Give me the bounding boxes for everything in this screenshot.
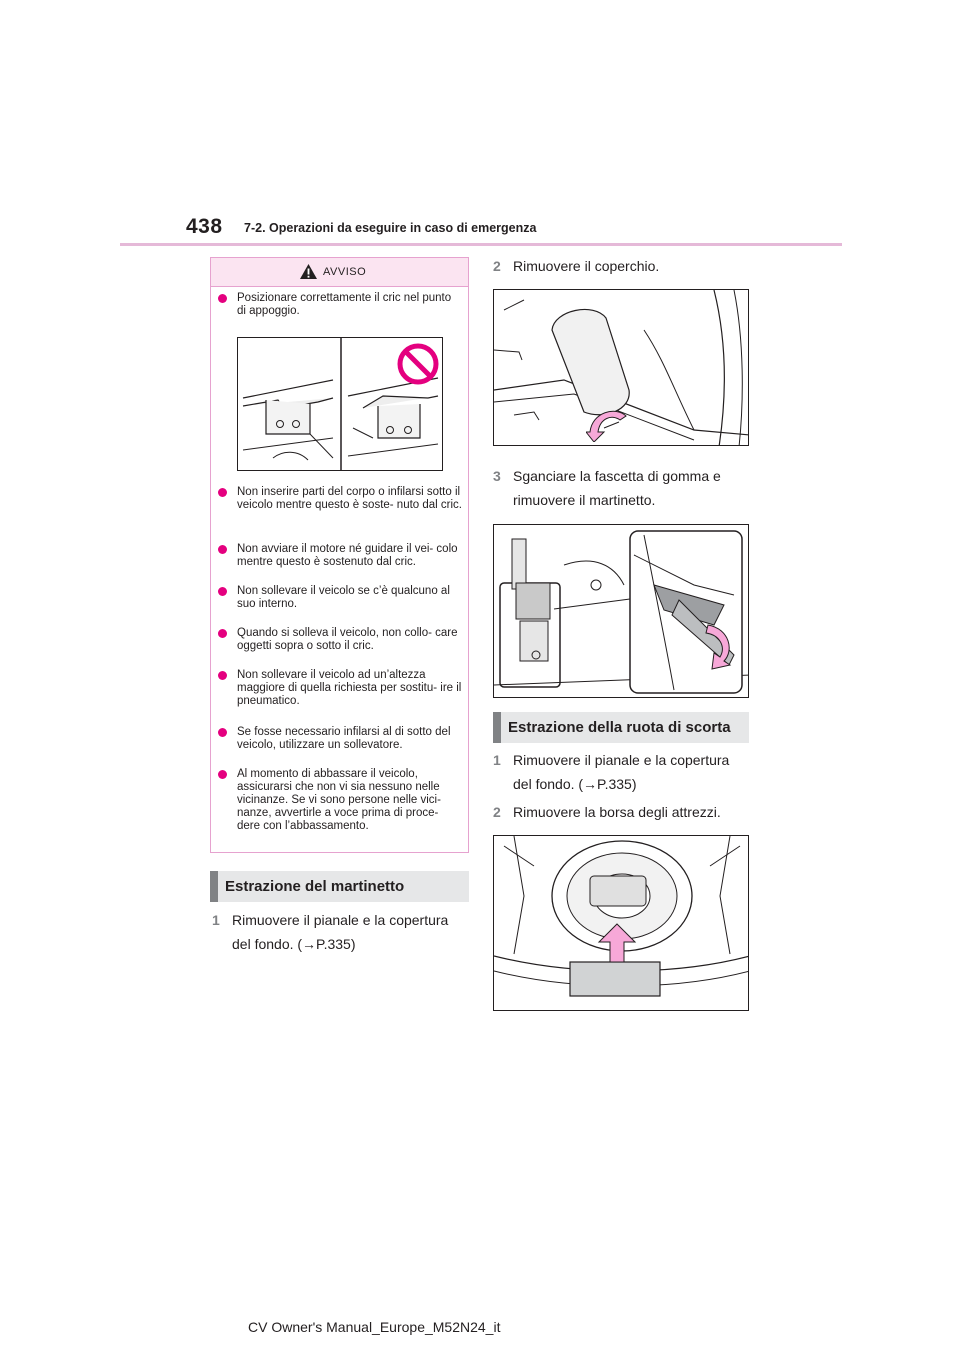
arrow-icon — [698, 621, 738, 671]
jack-section-title: Estrazione del martinetto — [210, 871, 469, 902]
warning-item: Al momento di abbassare il veicolo, assi… — [218, 768, 463, 833]
warning-item: Non inserire parti del corpo o infilarsi… — [218, 486, 463, 512]
bullet-icon — [218, 545, 227, 554]
spare-step-1: 1 Rimuovere il pianale e la copertura de… — [493, 752, 730, 792]
warning-triangle-icon — [299, 263, 318, 280]
warning-item: Se fosse necessario infilarsi al di sott… — [218, 726, 463, 752]
jack-placement-illustration — [237, 337, 443, 471]
bullet-icon — [218, 587, 227, 596]
bullet-icon — [218, 294, 227, 303]
bullet-icon — [218, 728, 227, 737]
spare-section-title: Estrazione della ruota di scorta — [493, 712, 749, 743]
arrow-icon — [597, 922, 637, 964]
jack-removal-illustration — [493, 524, 749, 698]
warning-item: Non sollevare il veicolo ad un’altezza m… — [218, 669, 463, 708]
bullet-icon — [218, 770, 227, 779]
jack-step-1: 1 Rimuovere il pianale e la copertura de… — [212, 912, 449, 952]
warning-header: AVVISO — [211, 258, 468, 287]
tool-bag-illustration — [493, 835, 749, 1011]
footer: CV Owner's Manual_Europe_M52N24_it — [248, 1319, 501, 1335]
warning-item: Non sollevare il veicolo se c’è qualcuno… — [218, 585, 463, 611]
warning-item: Posizionare correttamente il cric nel pu… — [218, 292, 463, 318]
section-title: 7-2. Operazioni da eseguire in caso di e… — [244, 221, 537, 235]
warning-item: Non avviare il motore né guidare il vei-… — [218, 543, 463, 569]
bullet-icon — [218, 488, 227, 497]
bullet-icon — [218, 671, 227, 680]
warning-item: Quando si solleva il veicolo, non collo-… — [218, 627, 463, 653]
arrow-icon — [586, 402, 630, 442]
prohibited-icon — [396, 342, 440, 386]
spare-step-2: 2 Rimuovere la borsa degli attrezzi. — [493, 804, 721, 820]
jack-step-3: 3 Sganciare la fascetta di gomma e rimuo… — [493, 468, 721, 508]
page-number: 438 — [186, 215, 223, 238]
bullet-icon — [218, 629, 227, 638]
jack-step-2: 2 Rimuovere il coperchio. — [493, 258, 660, 274]
header-rule — [120, 243, 842, 246]
warning-title: AVVISO — [323, 266, 367, 278]
cover-removal-illustration — [493, 289, 749, 446]
warning-box: AVVISO Posizionare correttamente il cric… — [210, 257, 469, 853]
